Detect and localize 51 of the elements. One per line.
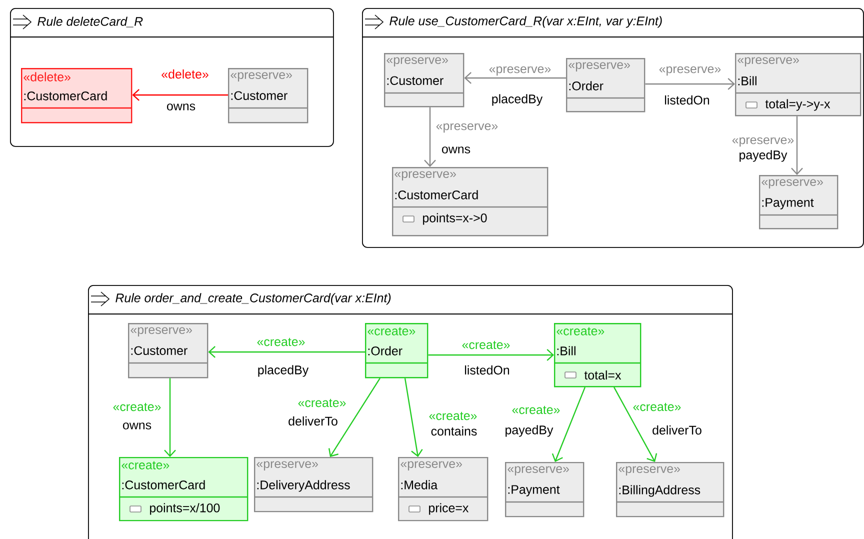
edge-label: «preserve» xyxy=(489,66,551,76)
arrow xyxy=(613,386,658,462)
arrow xyxy=(404,378,423,457)
object-box: «preserve» :Customer xyxy=(384,53,464,108)
edge-label: listedOn xyxy=(465,365,510,375)
arrow xyxy=(164,378,176,457)
object-box: «delete» :CustomerCard xyxy=(21,68,132,124)
arrow xyxy=(464,72,566,84)
edge-label: «delete» xyxy=(162,69,208,79)
edge-label: payedBy xyxy=(506,425,554,437)
object-box: «preserve» :Bill total=y->y-x xyxy=(735,53,862,116)
object-box: «preserve» :Payment xyxy=(759,175,838,230)
object-box: «preserve» :Customer xyxy=(228,68,308,124)
edge-label: placedBy xyxy=(492,94,543,106)
edge-label: «preserve» xyxy=(659,66,721,76)
arrow xyxy=(791,116,803,175)
edge-label: deliverTo xyxy=(288,416,338,426)
edge-label: listedOn xyxy=(665,95,710,105)
edge-label: owns xyxy=(442,146,470,154)
edge-label: «create» xyxy=(113,402,161,412)
object-box: «preserve» :CustomerCard points=x->0 xyxy=(392,167,548,236)
object-box: «preserve» :Order xyxy=(566,58,646,112)
edge-label: «create» xyxy=(298,398,346,408)
arrow xyxy=(132,89,228,101)
edge-label: deliverTo xyxy=(652,425,702,435)
edge-label: «create» xyxy=(257,338,305,346)
object-box: «create» :Order xyxy=(365,323,428,378)
edge-label: «preserve» xyxy=(436,123,498,133)
edge-label: «create» xyxy=(429,412,477,420)
edge-label: «create» xyxy=(633,402,681,412)
edge-label: placedBy xyxy=(258,365,309,377)
edge-label: owns xyxy=(123,422,152,430)
edge-label: «create» xyxy=(462,340,510,350)
object-box: «preserve» :Customer xyxy=(128,323,208,378)
arrow xyxy=(208,346,365,358)
edge-label: owns xyxy=(166,104,196,110)
edge-label: «create» xyxy=(512,406,560,414)
arrow xyxy=(428,349,554,361)
object-box: «preserve» :Media price=x xyxy=(398,457,488,522)
object-box: «preserve» :Payment xyxy=(505,462,584,518)
edge-label: contains xyxy=(431,426,477,436)
arrow xyxy=(424,107,436,167)
object-box: «preserve» :DeliveryAddress xyxy=(254,457,374,512)
arrow xyxy=(552,386,586,462)
object-box: «create» :CustomerCard points=x/100 xyxy=(119,457,248,522)
edge-label: «preserve» xyxy=(732,137,794,147)
object-box: «create» :Bill total=x xyxy=(554,323,642,388)
arrow xyxy=(328,378,380,457)
arrow xyxy=(645,78,735,90)
edge-label: payedBy xyxy=(740,150,788,162)
object-box: «preserve» :BillingAddress xyxy=(616,462,724,518)
